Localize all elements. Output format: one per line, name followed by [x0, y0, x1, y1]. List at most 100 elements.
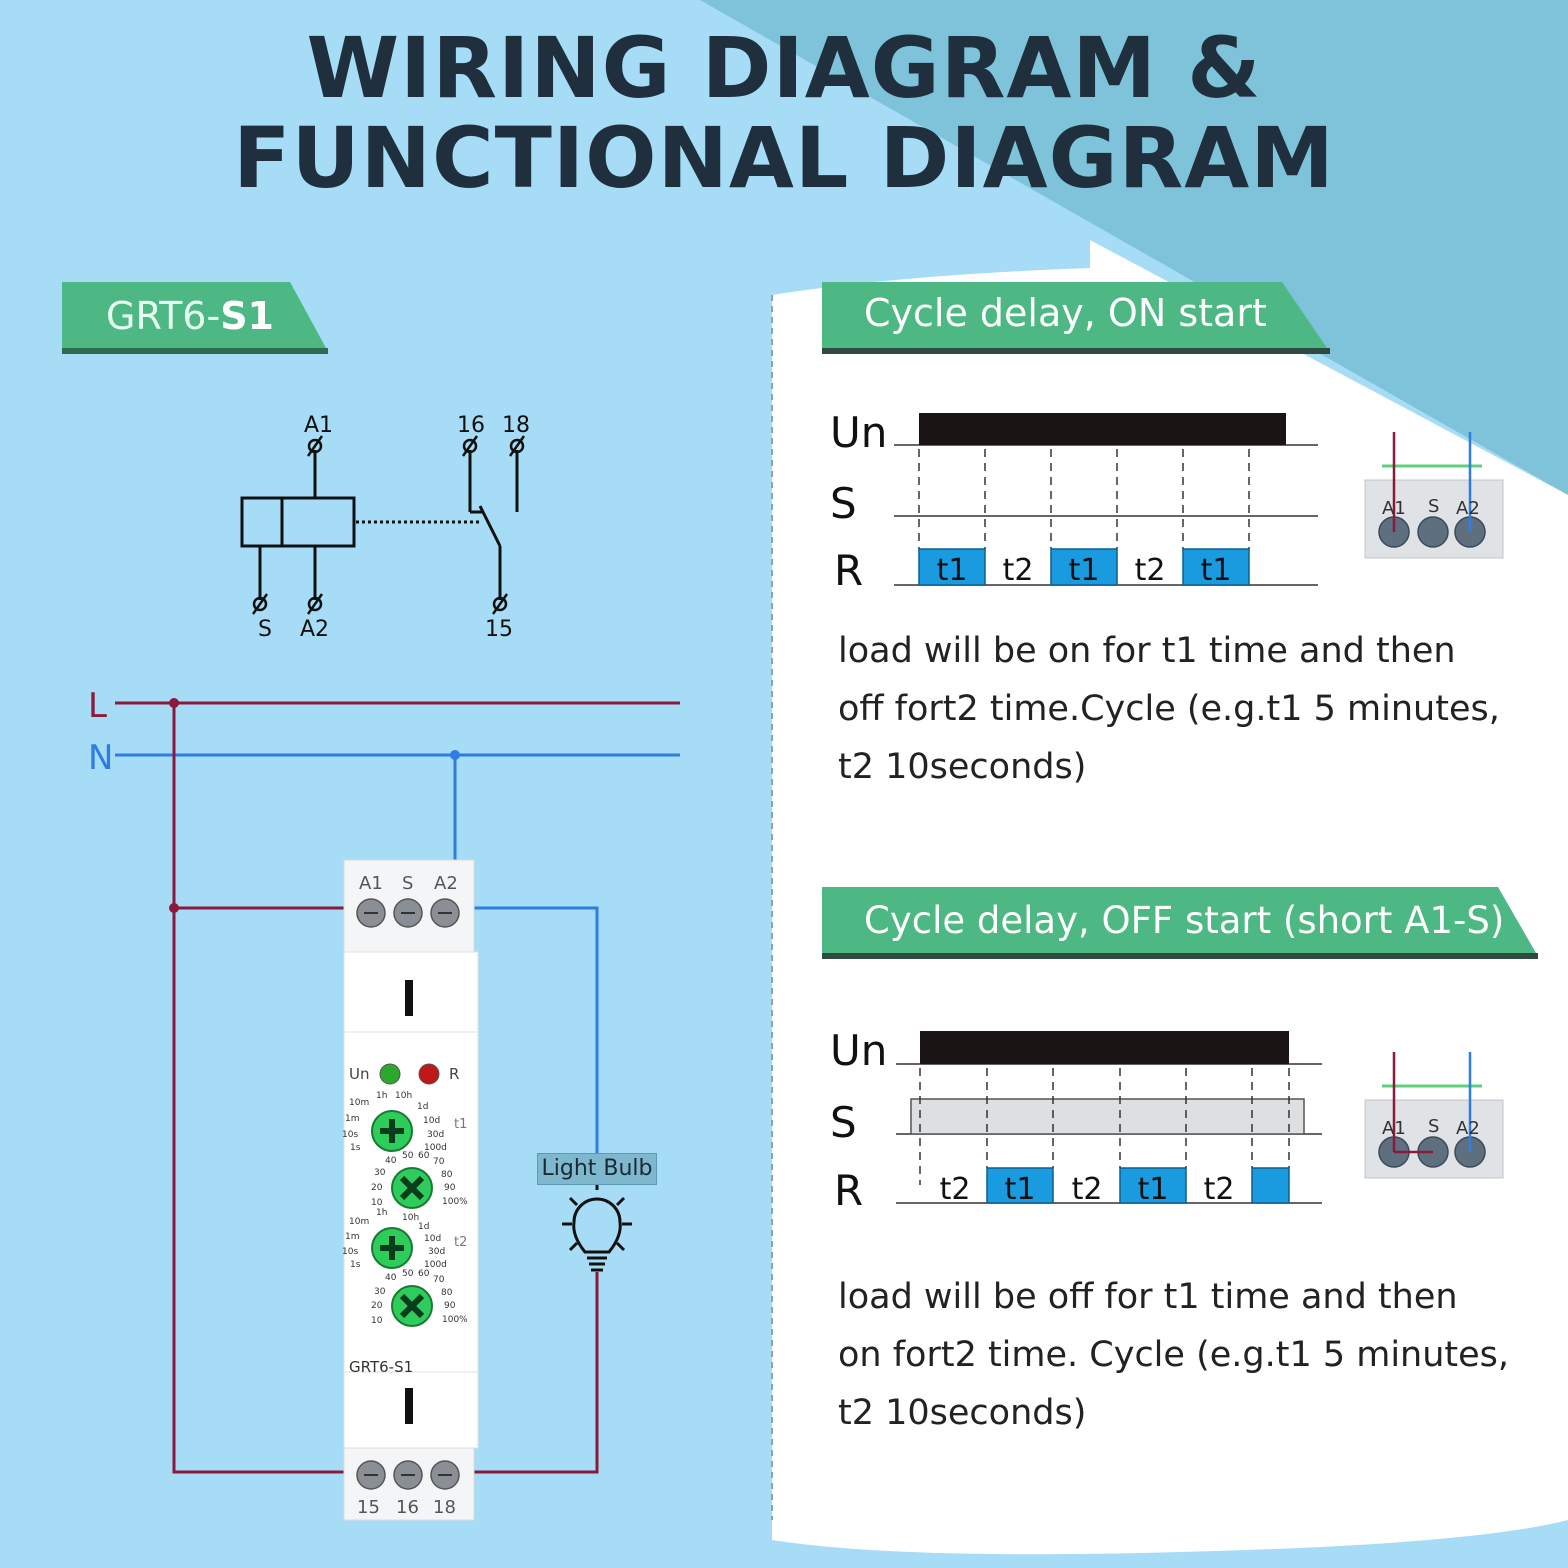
off-seg-1: t2: [940, 1172, 971, 1207]
off-thumb-a2: A2: [1456, 1118, 1480, 1139]
svg-text:100d: 100d: [424, 1260, 447, 1270]
svg-text:60: 60: [418, 1151, 430, 1161]
on-thumb-a1: A1: [1382, 498, 1406, 519]
off-terminal-thumbnail: A1 S A2: [1364, 1052, 1504, 1179]
svg-text:100d: 100d: [424, 1143, 447, 1153]
light-bulb-icon: [562, 1180, 632, 1272]
off-seg-2: t1: [1005, 1172, 1036, 1207]
model-tag-prefix: GRT6-: [106, 294, 221, 338]
off-row-un: Un: [830, 1026, 887, 1075]
svg-text:100%: 100%: [442, 1197, 468, 1207]
svg-text:1s: 1s: [350, 1260, 361, 1270]
off-thumb-a1: A1: [1382, 1118, 1406, 1139]
off-seg-4: t1: [1138, 1172, 1169, 1207]
off-desc-line1: load will be off for t1 time and then: [838, 1277, 1458, 1317]
line-n-label: N: [88, 738, 114, 778]
svg-text:70: 70: [433, 1157, 445, 1167]
line-l-label: L: [88, 686, 107, 726]
svg-text:80: 80: [441, 1170, 453, 1180]
device-top-s: S: [402, 873, 413, 894]
svg-text:20: 20: [371, 1183, 383, 1193]
relay-schematic: A1 16 18 S A2 15: [240, 413, 530, 642]
section-off-heading: Cycle delay, OFF start (short A1-S): [864, 899, 1505, 942]
on-seg-1: t1: [937, 553, 968, 588]
off-desc-line3: t2 10seconds): [838, 1393, 1087, 1433]
off-row-r: R: [834, 1166, 863, 1213]
svg-text:30d: 30d: [428, 1247, 445, 1257]
svg-text:10s: 10s: [342, 1130, 358, 1140]
svg-text:10m: 10m: [349, 1217, 369, 1227]
percent-dial-scale: 40 50 60 70 30 80 20 90 10 100% 40 50 60…: [371, 1151, 468, 1326]
svg-text:40: 40: [385, 1273, 397, 1283]
off-row-s: S: [830, 1098, 857, 1147]
schem-a2: A2: [300, 617, 329, 642]
svg-text:1h: 1h: [376, 1091, 387, 1101]
on-seg-4: t2: [1135, 553, 1166, 588]
timer-relay-device: A1 S A2 15 16 18 Un R 1h 10h 10m 1d 1m 1…: [342, 859, 479, 1521]
svg-text:10: 10: [371, 1198, 383, 1208]
on-thumb-s: S: [1428, 496, 1439, 517]
device-led-un: Un: [349, 1065, 370, 1083]
device-led-r: R: [449, 1065, 459, 1083]
svg-text:1m: 1m: [345, 1232, 360, 1242]
svg-text:1m: 1m: [345, 1114, 360, 1124]
off-seg-3: t2: [1072, 1172, 1103, 1207]
device-top-a1: A1: [359, 873, 383, 894]
svg-text:50: 50: [402, 1151, 414, 1161]
on-seg-5: t1: [1201, 553, 1232, 588]
schem-a1: A1: [304, 413, 333, 438]
schem-16: 16: [457, 413, 485, 438]
svg-text:10s: 10s: [342, 1247, 358, 1257]
title-line1: WIRING DIAGRAM &: [306, 19, 1262, 117]
model-tag: GRT6-S1: [62, 282, 328, 356]
on-seg-2: t2: [1003, 553, 1034, 588]
device-top-a2: A2: [434, 873, 458, 894]
on-seg-3: t1: [1069, 553, 1100, 588]
device-bottom-16: 16: [396, 1497, 419, 1518]
on-terminal-thumbnail: A1 S A2: [1364, 432, 1504, 559]
off-seg-5: t2: [1204, 1172, 1235, 1207]
svg-text:1s: 1s: [350, 1143, 361, 1153]
svg-text:10: 10: [371, 1316, 383, 1326]
svg-text:40: 40: [385, 1156, 397, 1166]
device-bottom-18: 18: [433, 1497, 456, 1518]
device-t1-label: t1: [454, 1117, 467, 1132]
timing-diagram-on: Un S R t1 t2 t1 t2 t1: [830, 408, 1318, 595]
svg-text:30d: 30d: [427, 1130, 444, 1140]
svg-text:30: 30: [374, 1168, 386, 1178]
schem-15: 15: [485, 617, 513, 642]
on-desc-line1: load will be on for t1 time and then: [838, 631, 1456, 671]
on-desc-line2: off fort2 time.Cycle (e.g.t1 5 minutes,: [838, 689, 1500, 729]
device-model: GRT6-S1: [349, 1358, 413, 1376]
off-desc-line2: on fort2 time. Cycle (e.g.t1 5 minutes,: [838, 1335, 1510, 1375]
svg-text:20: 20: [371, 1301, 383, 1311]
off-description: load will be off for t1 time and then on…: [838, 1268, 1509, 1442]
model-tag-bold: S1: [220, 294, 274, 338]
section-off-banner: Cycle delay, OFF start (short A1-S): [822, 887, 1538, 961]
on-row-r: R: [834, 546, 863, 595]
device-t2-label: t2: [454, 1235, 467, 1250]
svg-text:10h: 10h: [402, 1213, 419, 1223]
svg-text:10m: 10m: [349, 1098, 369, 1108]
off-thumb-s: S: [1428, 1116, 1439, 1137]
on-desc-line3: t2 10seconds): [838, 747, 1087, 787]
schem-18: 18: [502, 413, 530, 438]
svg-text:90: 90: [444, 1183, 456, 1193]
svg-text:1d: 1d: [418, 1222, 429, 1232]
svg-text:60: 60: [418, 1269, 430, 1279]
title-line2: FUNCTIONAL DIAGRAM: [233, 109, 1335, 207]
on-row-un: Un: [830, 408, 887, 457]
on-row-s: S: [830, 479, 857, 528]
svg-text:1d: 1d: [417, 1102, 428, 1112]
on-thumb-a2: A2: [1456, 498, 1480, 519]
device-bottom-15: 15: [357, 1497, 380, 1518]
schem-s: S: [258, 617, 272, 642]
section-on-heading: Cycle delay, ON start: [864, 291, 1267, 335]
svg-text:10h: 10h: [395, 1091, 412, 1101]
svg-text:10d: 10d: [424, 1234, 441, 1244]
svg-text:90: 90: [444, 1301, 456, 1311]
timing-diagram-off: Un S R t2 t1 t2 t1 t2: [830, 1026, 1322, 1213]
time-dial-scale: 1h 10h 10m 1d 1m 10d 10s 30d 1s 100d 1h …: [342, 1091, 447, 1270]
section-on-banner: Cycle delay, ON start: [822, 282, 1330, 356]
on-description: load will be on for t1 time and then off…: [838, 622, 1500, 796]
